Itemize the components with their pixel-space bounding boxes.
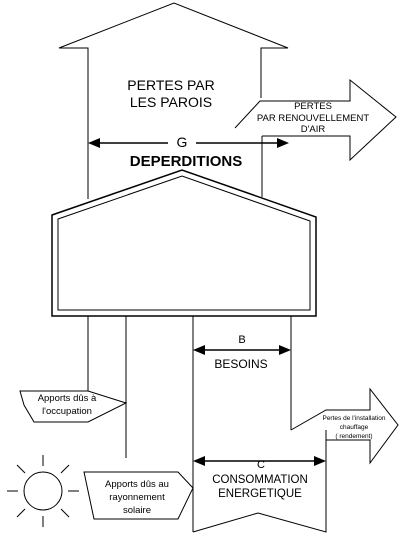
air-losses-arrow [234, 78, 397, 162]
install-losses-line-2: chauffage [340, 424, 369, 431]
g-arrow-left-head [88, 138, 100, 148]
b-arrow-right-head [279, 345, 291, 355]
consumption-base [192, 430, 327, 533]
air-losses-line-1: PERTES [294, 101, 332, 112]
house-inner-outline [57, 175, 311, 311]
install-losses-line-1: Pertes de l'installation [322, 415, 385, 422]
installation-losses-arrow [290, 387, 399, 465]
c-label-line-1: CONSOMMATION [212, 474, 308, 486]
air-losses-line-2: PAR RENOUVELLEMENT [257, 113, 369, 124]
g-letter: G [177, 134, 188, 150]
install-losses-line-3: ( rendement) [335, 433, 372, 440]
air-losses-line-3: D'AIR [301, 124, 326, 135]
c-arrow-left-head [193, 456, 205, 466]
g-label: DEPERDITIONS [130, 153, 243, 170]
walls-losses-arrow [58, 2, 289, 199]
walls-losses-line-2: LES PAROIS [130, 94, 212, 110]
c-arrow-right-head [314, 456, 326, 466]
occupation-gains-line-2: l'occupation [42, 406, 92, 417]
sun-icon [7, 455, 79, 527]
house-outline [51, 169, 317, 317]
c-letter: C [257, 459, 265, 471]
solar-gains-line-3: solaire [123, 505, 151, 516]
b-letter: B [238, 334, 245, 346]
c-label-line-2: ENERGETIQUE [218, 488, 302, 500]
g-arrow-right-head [277, 138, 289, 148]
walls-losses-line-1: PERTES PAR [127, 77, 214, 93]
solar-gains-arrow [83, 471, 194, 520]
occupation-gains-line-1: Apports dûs à [38, 393, 97, 404]
b-label: BESOINS [214, 357, 267, 371]
b-arrow-left-head [193, 345, 205, 355]
solar-gains-line-1: Apports dûs au [105, 479, 169, 490]
occupation-gains-arrow [19, 390, 128, 423]
solar-gains-line-2: rayonnement [109, 492, 165, 503]
